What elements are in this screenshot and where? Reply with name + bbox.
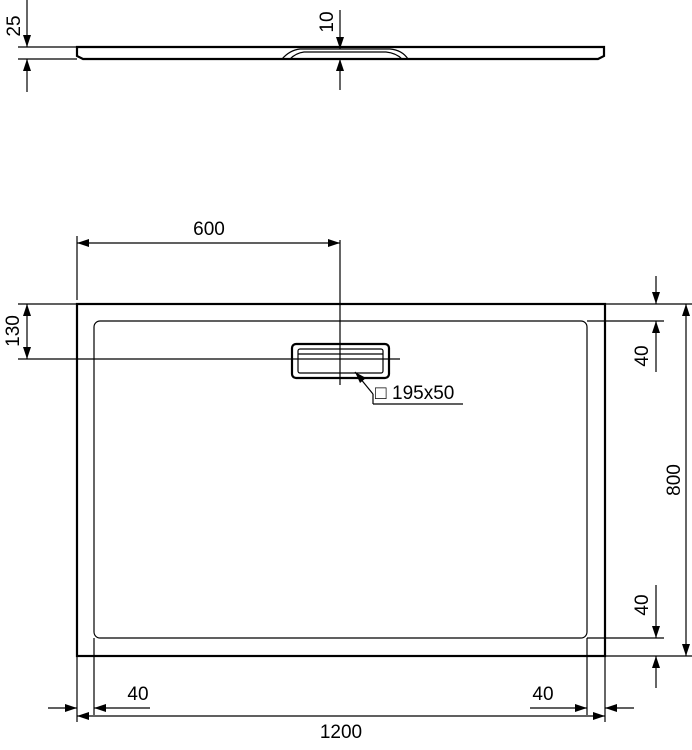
width-label: 1200 [320, 722, 362, 743]
side-view: 25 10 [4, 0, 606, 92]
thickness-label: 25 [4, 15, 25, 36]
tray-profile [75, 45, 606, 61]
border-right-label: 40 [532, 684, 553, 705]
top-view: 600 130 □ 195x50 800 40 40 [3, 219, 692, 743]
border-bottom-label: 40 [632, 594, 653, 615]
drain-size-symbol: □ [375, 383, 387, 404]
drain-profile [281, 48, 409, 60]
drain-offset-label: 600 [193, 219, 225, 240]
drain-profile-inner [289, 51, 403, 60]
drain-size-label: 195x50 [392, 383, 454, 404]
tray-outline [75, 302, 607, 658]
depth-label: 800 [664, 464, 685, 496]
drain-from-top-label: 130 [3, 315, 24, 347]
drain-depth-label: 10 [317, 11, 338, 32]
border-left-label: 40 [127, 684, 148, 705]
border-top-label: 40 [632, 345, 653, 366]
